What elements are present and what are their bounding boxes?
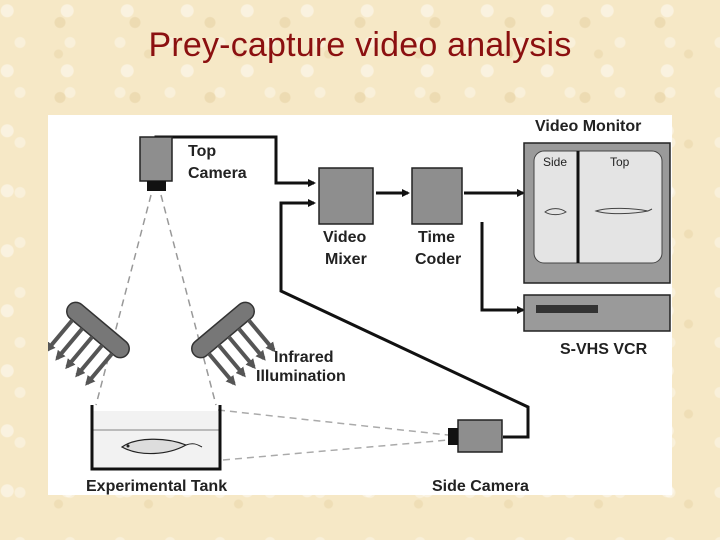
side-camera <box>448 419 503 453</box>
vcr <box>523 294 671 332</box>
vcr-label: S-VHS VCR <box>560 341 648 358</box>
top-camera-view-lines <box>95 194 217 406</box>
infrared-lamp-right <box>191 301 276 386</box>
infrared-label-line1: Infrared <box>274 349 334 366</box>
side-camera-view-lines <box>217 409 449 461</box>
video-mixer-label-line2: Mixer <box>325 251 367 268</box>
experimental-tank <box>90 405 222 471</box>
video-mixer-label-line1: Video <box>323 229 367 246</box>
setup-diagram: Top Camera Video Mixer Time Coder Video … <box>48 115 672 495</box>
monitor-side-label: Side <box>543 155 567 169</box>
infrared-lamp-left <box>48 301 130 386</box>
video-monitor-label: Video Monitor <box>535 118 641 135</box>
time-coder-label-line2: Coder <box>415 251 461 268</box>
top-camera <box>139 136 173 191</box>
top-camera-label-line2: Camera <box>188 165 247 182</box>
time-coder-box <box>411 167 463 225</box>
slide-title: Prey-capture video analysis <box>148 26 572 64</box>
video-mixer-box <box>318 167 374 225</box>
experimental-tank-label: Experimental Tank <box>86 478 227 495</box>
video-monitor: Side Top <box>523 142 671 284</box>
time-coder-label-line1: Time <box>418 229 455 246</box>
side-camera-label: Side Camera <box>432 478 529 495</box>
top-camera-label-line1: Top <box>188 143 216 160</box>
monitor-top-label: Top <box>610 155 630 169</box>
infrared-label-line2: Illumination <box>256 368 346 385</box>
